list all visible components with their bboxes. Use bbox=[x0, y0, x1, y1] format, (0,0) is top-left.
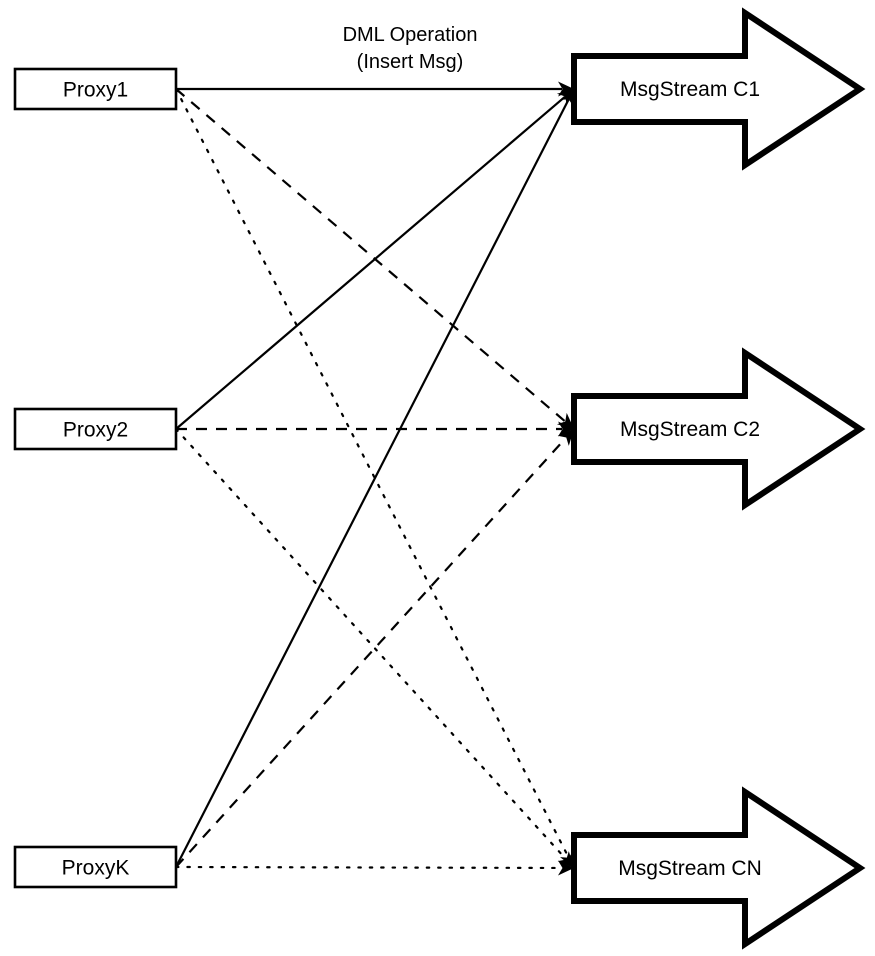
edge-proxy1-to-cn[interactable] bbox=[174, 87, 581, 871]
edge-proxy2-to-c2[interactable] bbox=[176, 421, 574, 437]
edge-caption-line2: (Insert Msg) bbox=[357, 51, 464, 73]
edge-line-dotted[interactable] bbox=[174, 87, 570, 859]
edge-line-dotted[interactable] bbox=[174, 427, 568, 861]
arrowhead-icon bbox=[560, 89, 574, 107]
proxy-label: Proxy2 bbox=[63, 419, 128, 442]
edge-proxy1-to-c1[interactable] bbox=[176, 81, 574, 97]
edge-line-solid[interactable] bbox=[175, 99, 570, 868]
edge-caption-line1: DML Operation bbox=[343, 24, 478, 46]
proxy-box[interactable] bbox=[13, 407, 178, 451]
edge-proxyK-to-c1[interactable] bbox=[175, 86, 581, 868]
arrowhead-icon bbox=[557, 429, 574, 446]
proxy-proxy1[interactable]: Proxy1 bbox=[13, 67, 178, 111]
msgstream-label: MsgStream CN bbox=[618, 857, 762, 880]
proxy-box[interactable] bbox=[13, 67, 178, 111]
proxy-proxyK[interactable]: ProxyK bbox=[13, 845, 178, 889]
msgstream-msgstream_cn[interactable]: MsgStream CN bbox=[571, 786, 866, 950]
proxy-label: Proxy1 bbox=[63, 79, 128, 102]
block-arrow-icon[interactable] bbox=[571, 786, 866, 950]
proxy-label: ProxyK bbox=[62, 857, 130, 880]
edges-layer bbox=[174, 81, 581, 876]
msgstream-msgstream_c2[interactable]: MsgStream C2 bbox=[571, 347, 866, 511]
edge-line-solid[interactable] bbox=[175, 95, 566, 430]
edge-proxy2-to-cn[interactable] bbox=[174, 427, 580, 873]
edge-proxy1-to-c2[interactable] bbox=[175, 88, 579, 435]
msgstream-msgstream_c1[interactable]: MsgStream C1 bbox=[571, 7, 866, 171]
edge-line-dashed[interactable] bbox=[175, 437, 567, 868]
msgstream-label: MsgStream C1 bbox=[620, 78, 760, 101]
arrowhead-icon bbox=[557, 860, 574, 876]
edge-proxyK-to-c2[interactable] bbox=[175, 424, 580, 868]
proxy-box[interactable] bbox=[13, 845, 178, 889]
block-arrow-icon[interactable] bbox=[571, 7, 866, 171]
msgstream-targets-layer: MsgStream C1 MsgStream C2 MsgStream CN bbox=[571, 7, 866, 950]
edge-proxyK-to-cn[interactable] bbox=[174, 860, 574, 876]
proxy-proxy2[interactable]: Proxy2 bbox=[13, 407, 178, 451]
edge-caption: DML Operation (Insert Msg) bbox=[343, 24, 478, 73]
edge-line-dotted[interactable] bbox=[174, 865, 564, 870]
arrowhead-icon bbox=[557, 851, 574, 868]
msgstream-label: MsgStream C2 bbox=[620, 418, 760, 441]
arrowhead-icon bbox=[558, 421, 574, 437]
block-arrow-icon[interactable] bbox=[571, 347, 866, 511]
edge-line-dashed[interactable] bbox=[175, 88, 566, 423]
edge-proxy2-to-c1[interactable] bbox=[175, 83, 579, 430]
